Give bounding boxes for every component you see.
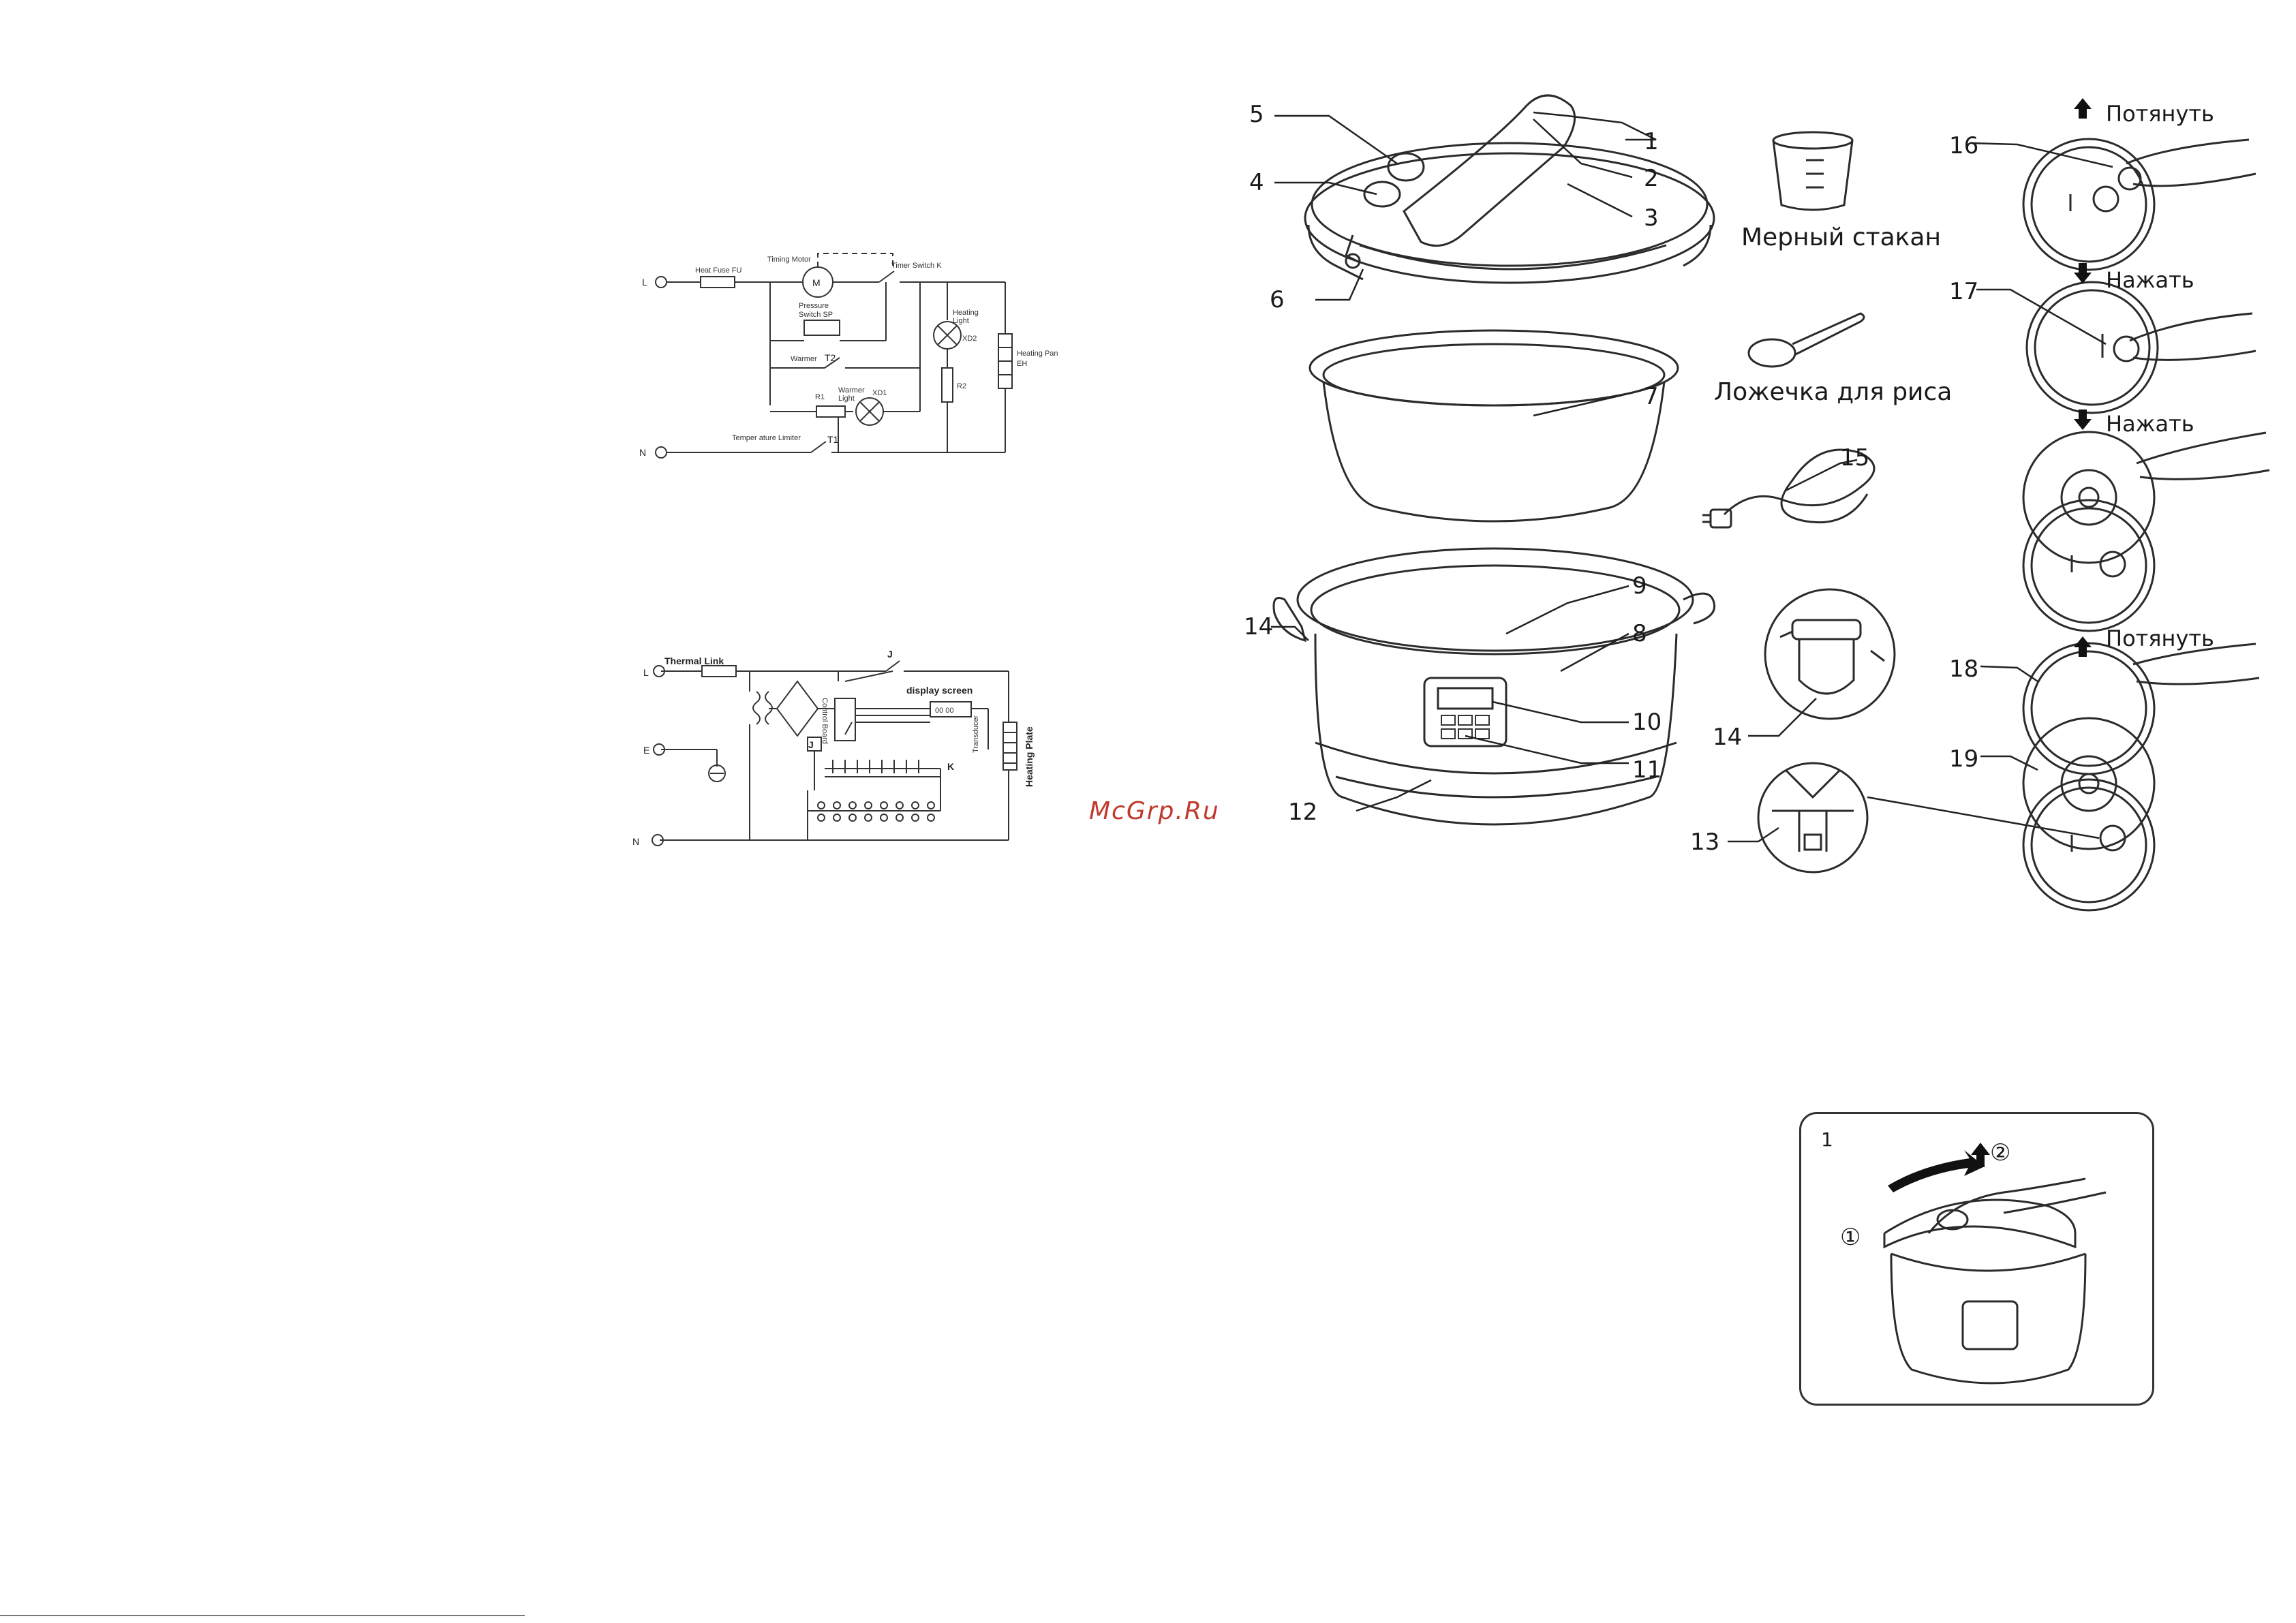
c2-j-label: J [887, 649, 893, 660]
c1-heating-pan-2: EH [1017, 360, 1027, 368]
callout-8: 8 [1632, 620, 1647, 647]
callout-19: 19 [1949, 745, 1979, 773]
callout-14-side: 14 [1244, 613, 1274, 640]
callout-17: 17 [1949, 278, 1979, 305]
c1-timing-motor: Timing Motor [767, 256, 811, 264]
c2-control-board: Control Board [821, 698, 829, 744]
c1-t2: T2 [825, 352, 836, 363]
c1-terminal-L: L [642, 277, 647, 288]
callout-3: 3 [1644, 204, 1659, 232]
c1-warmer-light-2: Light [838, 395, 855, 403]
step-press-1: Нажать [2106, 267, 2194, 293]
callout-16: 16 [1949, 132, 1979, 159]
c1-pressure-1: Pressure [799, 302, 829, 310]
measuring-cup-caption: Мерный стакан [1741, 223, 1942, 251]
step-pull-1: Потянуть [2106, 101, 2214, 127]
callout-15: 15 [1840, 444, 1870, 472]
c1-warmer: Warmer [791, 355, 817, 363]
callout-12: 12 [1288, 799, 1318, 826]
c2-terminal-E: E [643, 745, 649, 756]
c1-timer-switch: Timer Switch K [891, 262, 942, 270]
panel-buttons [1441, 715, 1490, 739]
callout-18: 18 [1949, 655, 1979, 683]
power-cord-drawing [1702, 448, 1876, 529]
callout-11: 11 [1632, 756, 1662, 784]
inner-pot-drawing [1308, 329, 1679, 523]
callout-9: 9 [1632, 572, 1647, 600]
c1-t1: T1 [827, 434, 839, 445]
opening-figure-frame [1799, 1112, 2154, 1406]
c2-k-label: K [947, 761, 954, 772]
callout-2: 2 [1644, 165, 1659, 192]
callout-13: 13 [1690, 829, 1720, 856]
opening-figure-number: 1 [1821, 1128, 1833, 1151]
callout-7: 7 [1644, 383, 1659, 410]
lid-drawing [1304, 94, 1715, 284]
rice-spoon-caption: Ложечка для риса [1714, 378, 1953, 406]
c1-heating-light-2: Light [953, 317, 969, 325]
step-pull-2: Потянуть [2106, 625, 2214, 651]
c2-j-relay: J [808, 739, 814, 750]
opening-step-1: ① [1840, 1224, 1861, 1251]
c1-xd2: XD2 [962, 335, 977, 343]
c2-transducer: Transducer [972, 715, 980, 753]
detail-14-drawing [1764, 588, 1896, 720]
watermark: McGrp.Ru [1089, 797, 1220, 825]
c1-motor: M [812, 277, 821, 288]
c2-terminal-L: L [643, 667, 649, 678]
callout-1: 1 [1644, 128, 1659, 155]
callout-4: 4 [1249, 169, 1264, 196]
callout-6: 6 [1270, 286, 1285, 313]
c1-warmer-light-1: Warmer [838, 386, 865, 395]
c1-r1: R1 [815, 393, 825, 401]
c1-heating-pan-1: Heating Pan [1017, 350, 1058, 358]
c2-thermal-link: Thermal Link [664, 655, 724, 666]
opening-step-2: ② [1990, 1139, 2011, 1166]
c1-xd1: XD1 [872, 389, 887, 397]
c2-display-screen: display screen [906, 685, 973, 696]
base-drawing [1272, 547, 1716, 826]
c1-r2: R2 [957, 382, 966, 390]
c1-temp-limiter: Temper ature Limiter [732, 434, 801, 442]
c2-terminal-N: N [632, 836, 639, 847]
detail-13-drawing [1757, 762, 1869, 874]
callout-14-detail: 14 [1713, 724, 1743, 751]
measuring-cup-drawing [1772, 131, 1854, 211]
c1-pressure-2: Switch SP [799, 311, 833, 319]
callout-10: 10 [1632, 709, 1662, 736]
rice-spoon-drawing [1747, 312, 1865, 368]
c2-display-value: 00 00 [935, 707, 954, 715]
footer-rule [0, 1615, 525, 1616]
c1-heating-light-1: Heating [953, 309, 979, 317]
c1-terminal-N: N [639, 447, 646, 458]
callout-leaders [1271, 111, 1657, 812]
callout-5: 5 [1249, 101, 1264, 128]
step-press-2: Нажать [2106, 411, 2194, 437]
c2-heating-plate: Heating Plate [1024, 726, 1035, 787]
c1-heat-fuse: Heat Fuse FU [695, 266, 742, 275]
